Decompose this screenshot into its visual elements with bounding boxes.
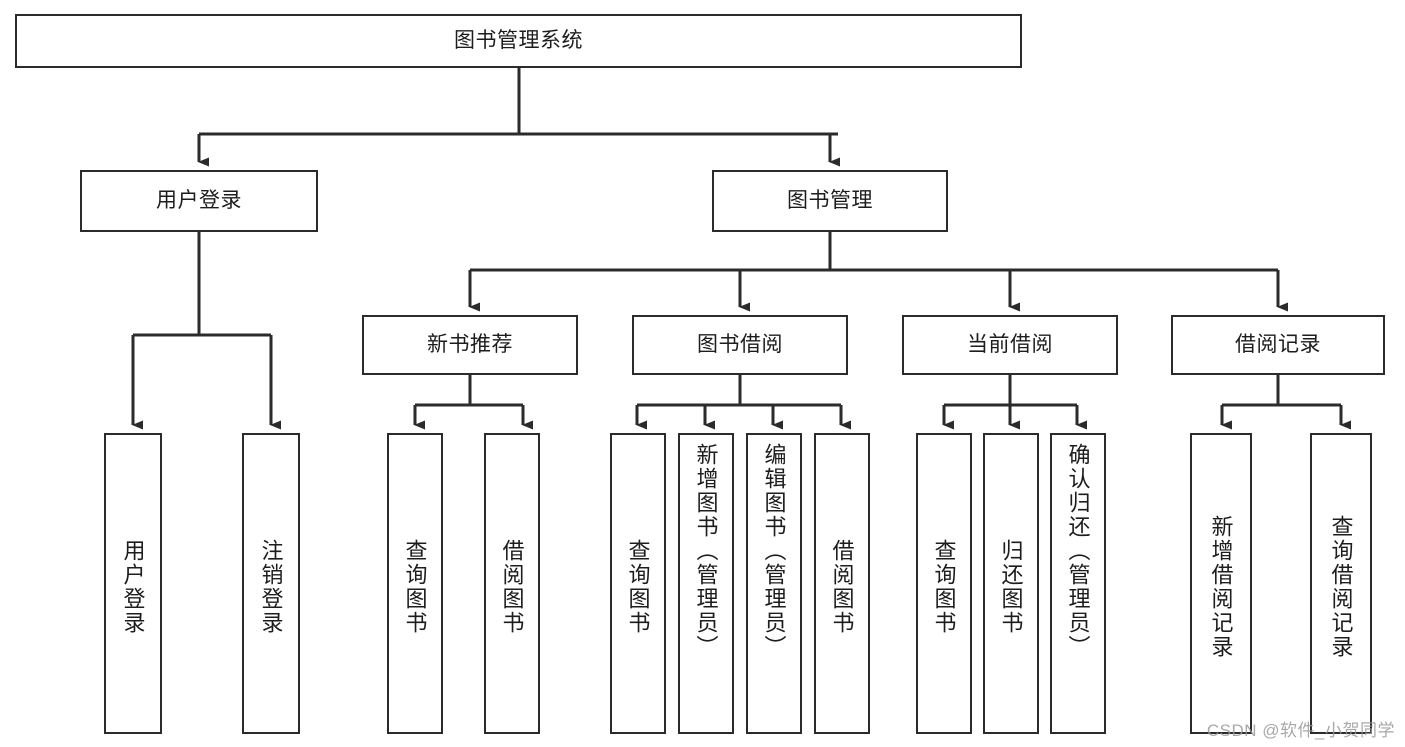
leaf-borrow-book-1[interactable]: 借阅图书 [484, 433, 540, 734]
leaf-query-record-label: 查询借阅记录 [1328, 514, 1354, 659]
leaf-query-book-3[interactable]: 查询图书 [916, 433, 972, 734]
leaf-return-book-label: 归还图书 [998, 538, 1024, 635]
leaf-query-book-2[interactable]: 查询图书 [610, 433, 666, 734]
node-book-management[interactable]: 图书管理 [712, 170, 948, 232]
leaf-add-book-label: 新增图书（管理员） [693, 443, 719, 659]
leaf-user-login-label: 用户登录 [120, 538, 146, 635]
node-book-borrow-label: 图书借阅 [697, 332, 783, 356]
node-borrow-record-label: 借阅记录 [1235, 332, 1321, 356]
leaf-logout[interactable]: 注销登录 [242, 433, 300, 734]
leaf-edit-book[interactable]: 编辑图书（管理员） [746, 433, 802, 734]
leaf-return-book[interactable]: 归还图书 [983, 433, 1039, 734]
leaf-confirm-return[interactable]: 确认归还（管理员） [1050, 433, 1106, 734]
node-book-borrow[interactable]: 图书借阅 [632, 315, 848, 375]
leaf-edit-book-label: 编辑图书（管理员） [761, 443, 787, 659]
node-new-book-recommend[interactable]: 新书推荐 [362, 315, 578, 375]
leaf-borrow-book-2[interactable]: 借阅图书 [814, 433, 870, 734]
node-current-borrow-label: 当前借阅 [967, 332, 1053, 356]
node-root-label: 图书管理系统 [454, 28, 583, 52]
leaf-query-record[interactable]: 查询借阅记录 [1310, 433, 1372, 734]
node-book-management-label: 图书管理 [787, 188, 873, 212]
leaf-query-book-1[interactable]: 查询图书 [387, 433, 443, 734]
leaf-query-book-3-label: 查询图书 [931, 538, 957, 635]
leaf-query-book-1-label: 查询图书 [402, 538, 428, 635]
leaf-query-book-2-label: 查询图书 [625, 538, 651, 635]
node-user-login-label: 用户登录 [156, 188, 242, 212]
csdn-watermark: CSDN @软件_小贺同学 [1206, 721, 1395, 740]
leaf-add-record[interactable]: 新增借阅记录 [1190, 433, 1252, 734]
leaf-add-record-label: 新增借阅记录 [1208, 514, 1234, 659]
node-current-borrow[interactable]: 当前借阅 [902, 315, 1118, 375]
node-new-book-recommend-label: 新书推荐 [427, 332, 513, 356]
node-borrow-record[interactable]: 借阅记录 [1171, 315, 1385, 375]
leaf-add-book[interactable]: 新增图书（管理员） [678, 433, 734, 734]
leaf-confirm-return-label: 确认归还（管理员） [1065, 443, 1091, 659]
leaf-borrow-book-2-label: 借阅图书 [829, 538, 855, 635]
node-user-login[interactable]: 用户登录 [80, 170, 318, 232]
leaf-borrow-book-1-label: 借阅图书 [499, 538, 525, 635]
node-root[interactable]: 图书管理系统 [15, 14, 1022, 68]
leaf-user-login[interactable]: 用户登录 [104, 433, 162, 734]
leaf-logout-label: 注销登录 [258, 538, 284, 635]
